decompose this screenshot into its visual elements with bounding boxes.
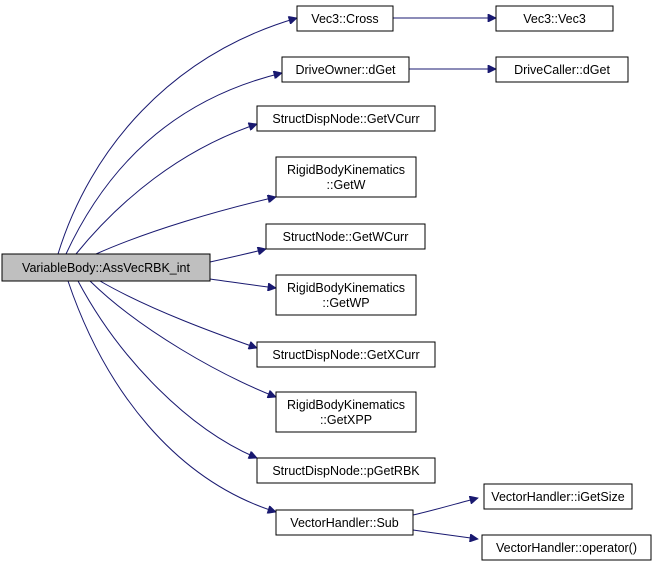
edge-vectorhandler-sub-to-igetsize xyxy=(412,498,478,516)
node-structdispnode-getvcurr[interactable]: StructDispNode::GetVCurr xyxy=(256,105,436,132)
node-driveowner-dget[interactable]: DriveOwner::dGet xyxy=(281,56,410,83)
node-rbk-getxpp-label-line1: RigidBodyKinematics xyxy=(287,398,405,412)
node-rbk-getw-label-line2: ::GetW xyxy=(327,178,366,192)
node-rbk-getw[interactable]: RigidBodyKinematics ::GetW xyxy=(275,156,417,198)
edge-root-to-driveowner-dget xyxy=(65,73,282,255)
node-vec3-vec3-label: Vec3::Vec3 xyxy=(523,12,586,26)
node-rbk-getwp-label-line2: ::GetWP xyxy=(322,296,369,310)
edge-root-to-structdispnode-getvcurr xyxy=(75,124,257,255)
node-rbk-getxpp-label-line2: ::GetXPP xyxy=(320,413,372,427)
node-vectorhandler-sub[interactable]: VectorHandler::Sub xyxy=(275,509,414,536)
node-root[interactable]: VariableBody::AssVecRBK_int xyxy=(1,253,211,282)
edges xyxy=(57,18,496,539)
edge-root-to-vec3-cross xyxy=(57,18,297,255)
node-structdispnode-pgetrbk[interactable]: StructDispNode::pGetRBK xyxy=(256,457,436,484)
edge-root-to-rbk-getwp xyxy=(209,278,276,288)
node-structdispnode-getxcurr[interactable]: StructDispNode::GetXCurr xyxy=(256,341,436,368)
node-driveowner-dget-label: DriveOwner::dGet xyxy=(295,63,396,77)
node-rbk-getw-label-line1: RigidBodyKinematics xyxy=(287,163,405,177)
edge-root-to-structdispnode-pgetrbk xyxy=(77,280,257,458)
node-vec3-cross[interactable]: Vec3::Cross xyxy=(296,5,394,32)
node-root-label: VariableBody::AssVecRBK_int xyxy=(22,261,190,275)
node-vectorhandler-operator[interactable]: VectorHandler::operator() xyxy=(481,534,652,561)
node-vectorhandler-igetsize-label: VectorHandler::iGetSize xyxy=(491,490,624,504)
node-drivecaller-dget[interactable]: DriveCaller::dGet xyxy=(495,56,629,83)
node-vec3-cross-label: Vec3::Cross xyxy=(311,12,378,26)
node-structdispnode-getxcurr-label: StructDispNode::GetXCurr xyxy=(272,348,419,362)
node-rbk-getxpp[interactable]: RigidBodyKinematics ::GetXPP xyxy=(275,391,417,433)
node-vectorhandler-igetsize[interactable]: VectorHandler::iGetSize xyxy=(483,483,633,510)
edge-root-to-vectorhandler-sub xyxy=(67,280,276,512)
node-structdispnode-getvcurr-label: StructDispNode::GetVCurr xyxy=(272,112,419,126)
node-structnode-getwcurr-label: StructNode::GetWCurr xyxy=(283,230,409,244)
node-rbk-getwp-label-line1: RigidBodyKinematics xyxy=(287,281,405,295)
edge-root-to-rbk-getw xyxy=(95,197,276,255)
node-drivecaller-dget-label: DriveCaller::dGet xyxy=(514,63,610,77)
node-vectorhandler-operator-label: VectorHandler::operator() xyxy=(496,541,637,555)
node-structnode-getwcurr[interactable]: StructNode::GetWCurr xyxy=(265,223,426,250)
node-structdispnode-pgetrbk-label: StructDispNode::pGetRBK xyxy=(272,464,420,478)
edge-root-to-rbk-getxpp xyxy=(89,280,276,397)
node-vec3-vec3[interactable]: Vec3::Vec3 xyxy=(495,5,614,32)
node-rbk-getwp[interactable]: RigidBodyKinematics ::GetWP xyxy=(275,274,417,316)
edge-root-to-structdispnode-getxcurr xyxy=(99,280,257,348)
edge-root-to-structnode-getwcurr xyxy=(209,249,266,263)
edge-vectorhandler-sub-to-operator xyxy=(412,529,478,539)
node-vectorhandler-sub-label: VectorHandler::Sub xyxy=(290,516,398,530)
